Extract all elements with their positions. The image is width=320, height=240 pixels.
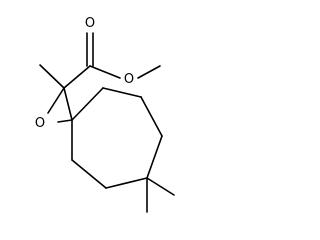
ring-bond-2: [102, 87, 142, 98]
ring-bond-4: [146, 135, 163, 179]
chemical-structure-diagram: O O O: [35, 16, 175, 213]
bond-epoxide-c-c: [63, 87, 73, 121]
carbonyl-double-bond: [86, 32, 94, 67]
bond-carbonyl-carbon-to-ester-oxygen: [89, 65, 121, 79]
carbonyl-oxygen-label: O: [85, 16, 95, 31]
bond-epoxide-oxygen-right: [57, 119, 73, 123]
ring-bond-5: [105, 177, 148, 189]
ring-bond-1: [71, 87, 104, 121]
bond-epoxide-carbon-methyl: [39, 64, 65, 89]
bond-ester-oxygen-to-methyl: [137, 65, 161, 79]
bond-gem-methyl-1: [146, 177, 175, 196]
bond-carbonyl-carbon-to-quaternary-carbon: [63, 65, 91, 89]
epoxide-oxygen-label: O: [35, 116, 45, 131]
bond-epoxide-oxygen-left: [47, 87, 65, 114]
ring-bond-3: [140, 96, 163, 137]
ester-oxygen-label: O: [124, 72, 134, 87]
ring-bond-6: [71, 159, 107, 189]
